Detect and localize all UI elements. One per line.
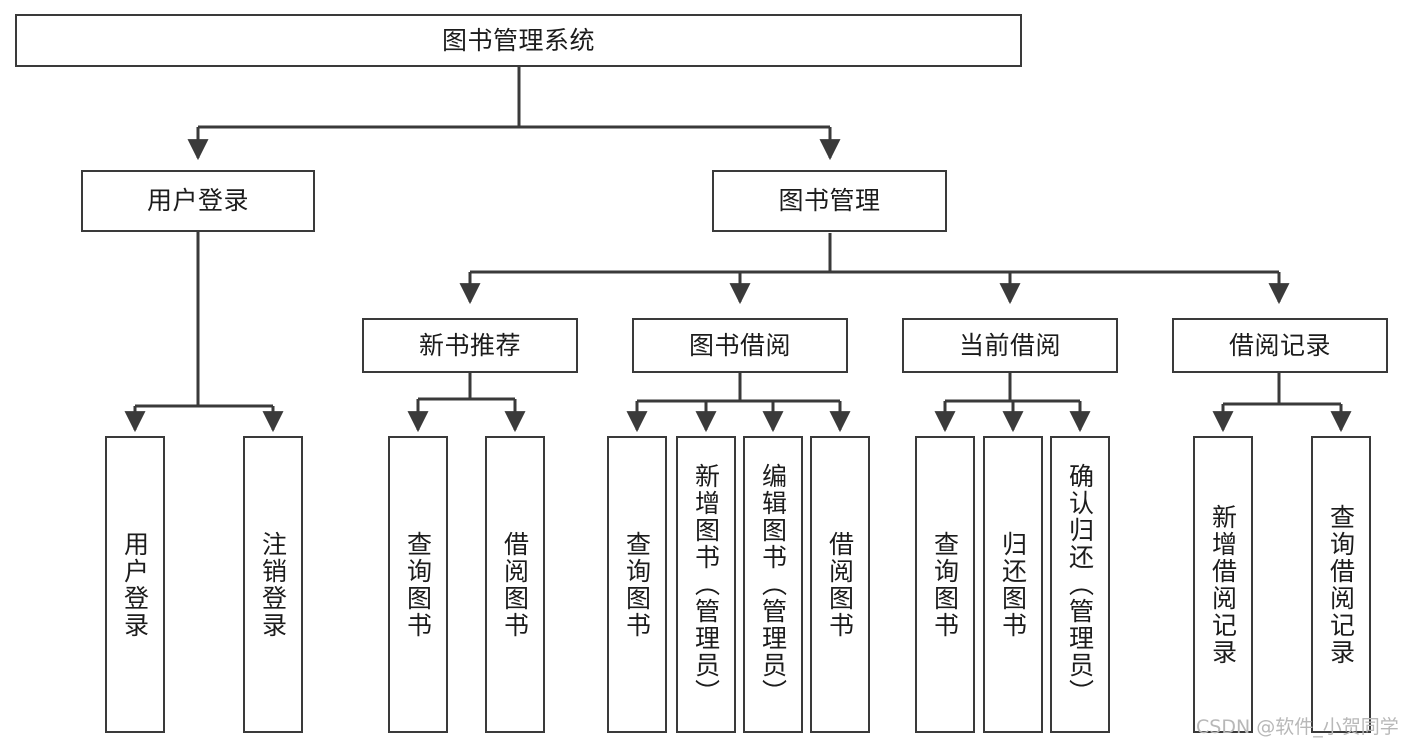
node-user-login-label: 用户登录: [146, 186, 249, 215]
node-leaf-edit-book-admin-label: 编辑图书（管理员）: [758, 463, 788, 706]
node-book-borrow[interactable]: 图书借阅: [632, 318, 848, 373]
node-book-manage-label: 图书管理: [778, 186, 881, 215]
node-leaf-return-book[interactable]: 归还图书: [983, 436, 1043, 733]
node-new-book-recommend[interactable]: 新书推荐: [362, 318, 578, 373]
node-leaf-user-login-label: 用户登录: [120, 530, 150, 639]
node-leaf-query-borrow-record-label: 查询借阅记录: [1326, 503, 1356, 666]
node-current-borrow-label: 当前借阅: [958, 330, 1061, 360]
node-root-label: 图书管理系统: [441, 25, 595, 55]
node-leaf-query-book-2-label: 查询图书: [622, 530, 652, 639]
node-leaf-edit-book-admin[interactable]: 编辑图书（管理员）: [743, 436, 803, 733]
node-leaf-query-book-1[interactable]: 查询图书: [388, 436, 448, 733]
node-leaf-confirm-return-admin[interactable]: 确认归还（管理员）: [1050, 436, 1110, 733]
node-book-manage[interactable]: 图书管理: [712, 170, 947, 232]
node-leaf-add-borrow-record-label: 新增借阅记录: [1208, 503, 1238, 666]
watermark-text: CSDN @软件_小贺同学: [1196, 716, 1399, 738]
node-borrow-record-label: 借阅记录: [1228, 330, 1331, 360]
node-leaf-user-login[interactable]: 用户登录: [105, 436, 165, 733]
node-leaf-add-borrow-record[interactable]: 新增借阅记录: [1193, 436, 1253, 733]
node-leaf-borrow-book-2[interactable]: 借阅图书: [810, 436, 870, 733]
node-leaf-return-book-label: 归还图书: [998, 530, 1028, 639]
node-leaf-logout-login[interactable]: 注销登录: [243, 436, 303, 733]
node-leaf-query-book-3-label: 查询图书: [930, 530, 960, 639]
node-current-borrow[interactable]: 当前借阅: [902, 318, 1118, 373]
node-new-book-recommend-label: 新书推荐: [418, 330, 521, 360]
node-root[interactable]: 图书管理系统: [15, 14, 1022, 67]
node-leaf-add-book-admin-label: 新增图书（管理员）: [691, 463, 721, 706]
node-leaf-add-book-admin[interactable]: 新增图书（管理员）: [676, 436, 736, 733]
node-leaf-logout-login-label: 注销登录: [258, 530, 288, 639]
node-leaf-query-borrow-record[interactable]: 查询借阅记录: [1311, 436, 1371, 733]
node-leaf-query-book-3[interactable]: 查询图书: [915, 436, 975, 733]
node-user-login[interactable]: 用户登录: [81, 170, 315, 232]
node-leaf-borrow-book-2-label: 借阅图书: [825, 530, 855, 639]
node-borrow-record[interactable]: 借阅记录: [1172, 318, 1388, 373]
node-book-borrow-label: 图书借阅: [688, 330, 791, 360]
node-leaf-borrow-book-1-label: 借阅图书: [500, 530, 530, 639]
node-leaf-confirm-return-admin-label: 确认归还（管理员）: [1065, 463, 1095, 706]
node-leaf-borrow-book-1[interactable]: 借阅图书: [485, 436, 545, 733]
node-leaf-query-book-2[interactable]: 查询图书: [607, 436, 667, 733]
node-leaf-query-book-1-label: 查询图书: [403, 530, 433, 639]
